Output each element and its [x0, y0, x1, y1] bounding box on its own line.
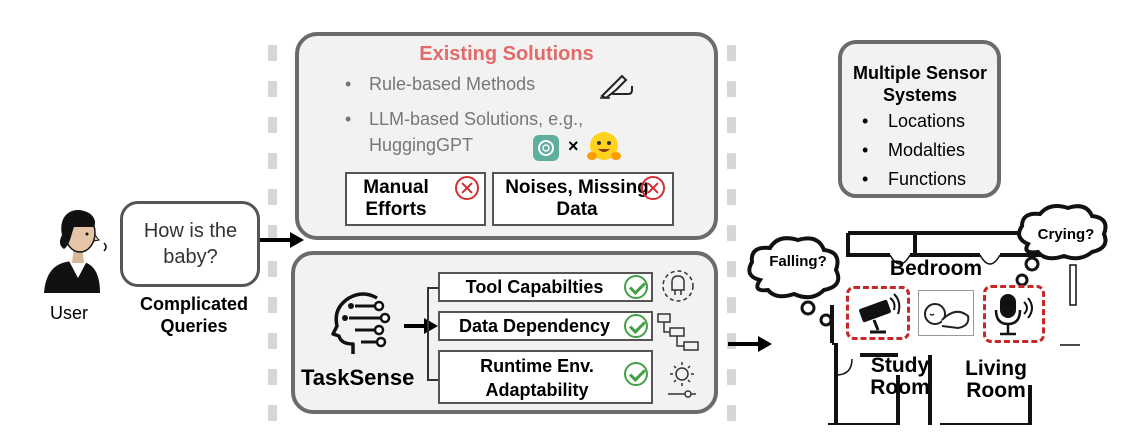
thought-cloud-crying [1015, 204, 1108, 287]
check-icon [624, 314, 648, 338]
sensor-systems-panel [838, 40, 1001, 198]
issue-manual-efforts-text: Manual Efforts [363, 177, 429, 220]
user-avatar [38, 205, 118, 295]
existing-solutions-title: Existing Solutions [419, 43, 594, 65]
room-living: Living Room [965, 357, 1027, 402]
thought-falling-text: Falling? [769, 253, 827, 270]
query-caption: Complicated Queries [139, 294, 249, 336]
capability-data-text: Data Dependency [458, 316, 611, 336]
capability-runtime: Runtime Env. Adaptability [438, 350, 653, 404]
sensor-item-locations: •Locations [862, 111, 966, 131]
capability-data: Data Dependency [438, 311, 653, 341]
query-bubble: How is the baby? [120, 201, 260, 287]
sensor-item-locations-text: Locations [888, 111, 966, 131]
camera-sensor-highlight [846, 286, 910, 340]
bullet-llm-based: • LLM-based Solutions, e.g., HuggingGPT [345, 106, 645, 158]
microphone-sensor-highlight [983, 285, 1045, 343]
thought-cloud-falling [747, 236, 841, 327]
tool-brain-icon [662, 270, 694, 302]
capability-tool: Tool Capabilties [438, 272, 653, 302]
check-icon [624, 362, 648, 386]
separator-right-dashes [727, 45, 736, 430]
sensor-item-functions-text: Functions [888, 169, 967, 189]
sensor-item-functions: •Functions [862, 169, 967, 189]
sensor-systems-title: Multiple Sensor Systems [852, 63, 987, 105]
ai-brain-icon [331, 292, 391, 354]
separator-left-dashes [268, 45, 277, 430]
tasksense-label: TaskSense [301, 365, 415, 390]
sensor-item-modalities: •Modalties [862, 140, 966, 160]
flow-icon [657, 313, 699, 351]
times-symbol: × [568, 136, 579, 156]
room-bedroom: Bedroom [889, 257, 983, 280]
capability-bracket [427, 287, 438, 381]
user-label: User [50, 303, 89, 323]
arrow-tasksense-to-home [728, 336, 772, 352]
openai-icon [533, 135, 559, 161]
sensor-item-modalities-text: Modalties [888, 140, 966, 160]
room-study: Study Room [870, 354, 930, 399]
user-icon [44, 210, 107, 293]
huggingface-icon [587, 132, 621, 160]
capability-runtime-text: Runtime Env. Adaptability [480, 356, 594, 400]
query-text: How is the baby? [143, 220, 238, 268]
microphone-icon [994, 294, 1033, 336]
issue-noises-missing-text: Noises, Missing Data [505, 177, 649, 220]
hand-writing-icon [600, 74, 633, 100]
bullet-llm-based-text: LLM-based Solutions, e.g., HuggingGPT [369, 109, 584, 155]
x-circle-icon [641, 176, 665, 200]
check-icon [624, 275, 648, 299]
issue-noises-missing [492, 172, 674, 226]
thought-crying-text: Crying? [1037, 226, 1095, 243]
x-circle-icon [455, 176, 479, 200]
bullet-rule-based: •Rule-based Methods [345, 74, 536, 94]
capability-tool-text: Tool Capabilties [465, 277, 604, 297]
arrow-user-to-existing [260, 232, 304, 248]
baby-icon [924, 303, 970, 330]
bullet-rule-based-text: Rule-based Methods [369, 74, 536, 94]
camera-icon [859, 293, 901, 334]
sun-slider-icon [668, 362, 696, 398]
